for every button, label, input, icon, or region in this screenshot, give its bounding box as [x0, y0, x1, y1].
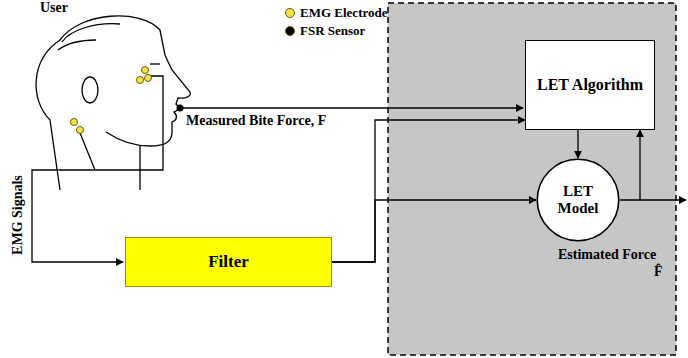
head-outline	[60, 16, 190, 146]
legend-text: EMG Electrode	[300, 5, 388, 21]
electrode	[142, 67, 149, 74]
process-box: LET Algorithm	[525, 40, 655, 130]
symbol-label: F̂	[652, 264, 665, 280]
legend-text: FSR Sensor	[300, 23, 365, 39]
electrode	[77, 127, 84, 134]
electrode	[137, 77, 144, 84]
signal-label: Measured Bite Force, F	[186, 113, 326, 129]
signal-arrow	[332, 200, 536, 262]
node-text: Filter	[208, 252, 249, 272]
node-text: LET Model	[547, 183, 609, 218]
user-head	[36, 16, 190, 190]
hair	[58, 24, 120, 50]
legend-swatch	[285, 8, 295, 18]
signal-arrow	[577, 130, 578, 158]
signal-label: EMG Signals	[10, 175, 26, 255]
legend-swatch	[285, 26, 295, 36]
emg-signal-wire	[32, 76, 163, 262]
node-text: LET Algorithm	[537, 76, 643, 94]
circle-shape	[537, 159, 618, 240]
legend-entry: EMG Electrode	[285, 5, 388, 21]
system-region	[388, 3, 676, 355]
signal-arrow	[620, 130, 640, 200]
actor-label: User	[40, 0, 68, 16]
electrode	[71, 119, 78, 126]
model-circle: LET Model	[536, 158, 620, 242]
emg-wires	[32, 76, 163, 262]
back-of-head	[36, 40, 60, 190]
output-line	[640, 199, 686, 200]
eye	[150, 63, 160, 64]
electrode	[145, 75, 152, 82]
signal-arrow	[332, 120, 525, 262]
force-signal-line	[180, 107, 523, 108]
legend-entry: FSR Sensor	[285, 23, 365, 39]
filter-box: Filter	[125, 237, 332, 287]
ear	[82, 77, 98, 103]
output-label: Estimated Force	[556, 247, 658, 263]
neck	[139, 146, 140, 190]
jaw-wire	[78, 128, 95, 170]
emg-electrodes	[71, 67, 152, 134]
